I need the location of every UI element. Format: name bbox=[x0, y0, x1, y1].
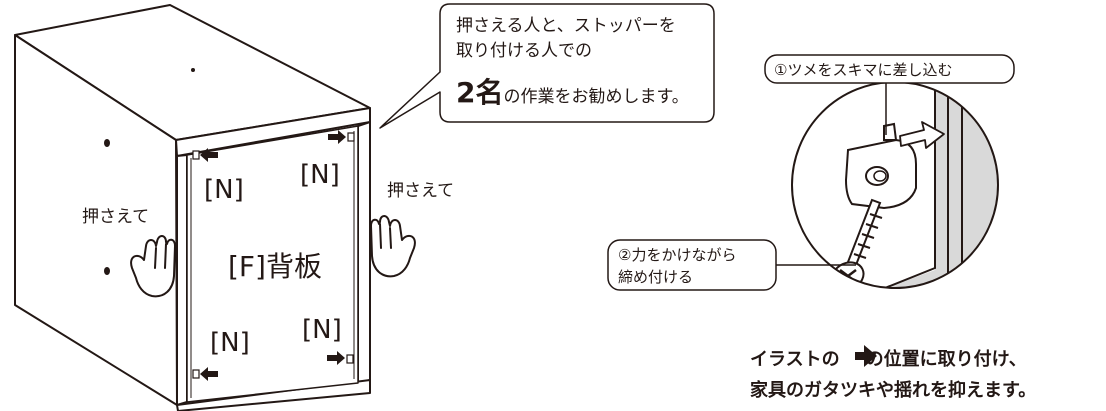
speech-bubble bbox=[379, 3, 715, 129]
step2-label-line2: 締め付ける bbox=[618, 268, 694, 286]
step2-label-line1: ②力をかけながら bbox=[618, 246, 737, 264]
bubble-line-3: 2名の作業をお勧めします。 bbox=[456, 71, 689, 111]
stopper-icon bbox=[347, 132, 355, 142]
direction-arrows bbox=[200, 130, 346, 381]
push-arrow-icon bbox=[899, 121, 945, 149]
stopper-icon bbox=[346, 354, 354, 364]
stopper-markers bbox=[192, 132, 355, 379]
arrow-left-icon bbox=[200, 367, 218, 381]
bubble-line-3-rest: の作業をお勧めします。 bbox=[503, 87, 689, 107]
arrow-right-icon bbox=[328, 130, 346, 144]
hand-icon-left bbox=[130, 235, 176, 298]
worker-count-emphasis: 2名 bbox=[456, 76, 504, 109]
back-panel-label: [F]背板 bbox=[228, 250, 322, 283]
bubble-line-1: 押さえる人と、ストッパーを bbox=[456, 16, 676, 36]
arrow-left-icon bbox=[200, 148, 218, 162]
stopper-icon bbox=[192, 150, 200, 160]
fastener-label-bottom-right: [N] bbox=[302, 315, 342, 345]
footer-line-1-before: イラストの bbox=[750, 349, 840, 370]
hold-label-left: 押さえて bbox=[82, 207, 150, 227]
fastener-label-bottom-left: [N] bbox=[210, 328, 250, 358]
footer-line-1-after: の位置に取り付け、 bbox=[865, 349, 1027, 370]
step-callouts bbox=[607, 54, 1015, 291]
hole-dot bbox=[104, 267, 110, 275]
step1-callout-box bbox=[764, 54, 1015, 84]
hole-dot bbox=[104, 139, 110, 147]
back-panel-F bbox=[186, 125, 359, 403]
hole-dot bbox=[191, 68, 195, 72]
bubble-line-2: 取り付ける人での bbox=[456, 41, 592, 61]
footer-line-2: 家具のガタツキや揺れを抑えます。 bbox=[750, 380, 1037, 401]
fastener-label-top-right: [N] bbox=[300, 160, 340, 190]
detail-view bbox=[791, 81, 999, 289]
cabinet-left-frame bbox=[176, 154, 188, 406]
frame-corner-shading bbox=[880, 82, 998, 288]
cabinet-illustration bbox=[14, 4, 371, 411]
footer-arrow-icon bbox=[855, 345, 877, 367]
hand-icon-right bbox=[370, 215, 416, 278]
hold-label-right: 押さえて bbox=[387, 181, 455, 201]
footer-arrow-glyph: ➡ bbox=[840, 349, 866, 370]
arrow-right-icon bbox=[327, 351, 345, 365]
footer-line-1: イラストの➡の位置に取り付け、 bbox=[750, 345, 1027, 371]
cabinet-right-frame bbox=[357, 121, 371, 384]
step1-label: ①ツメをスキマに差し込む bbox=[774, 61, 953, 79]
stopper-icon bbox=[192, 369, 200, 379]
fastener-label-top-left: [N] bbox=[204, 175, 244, 205]
